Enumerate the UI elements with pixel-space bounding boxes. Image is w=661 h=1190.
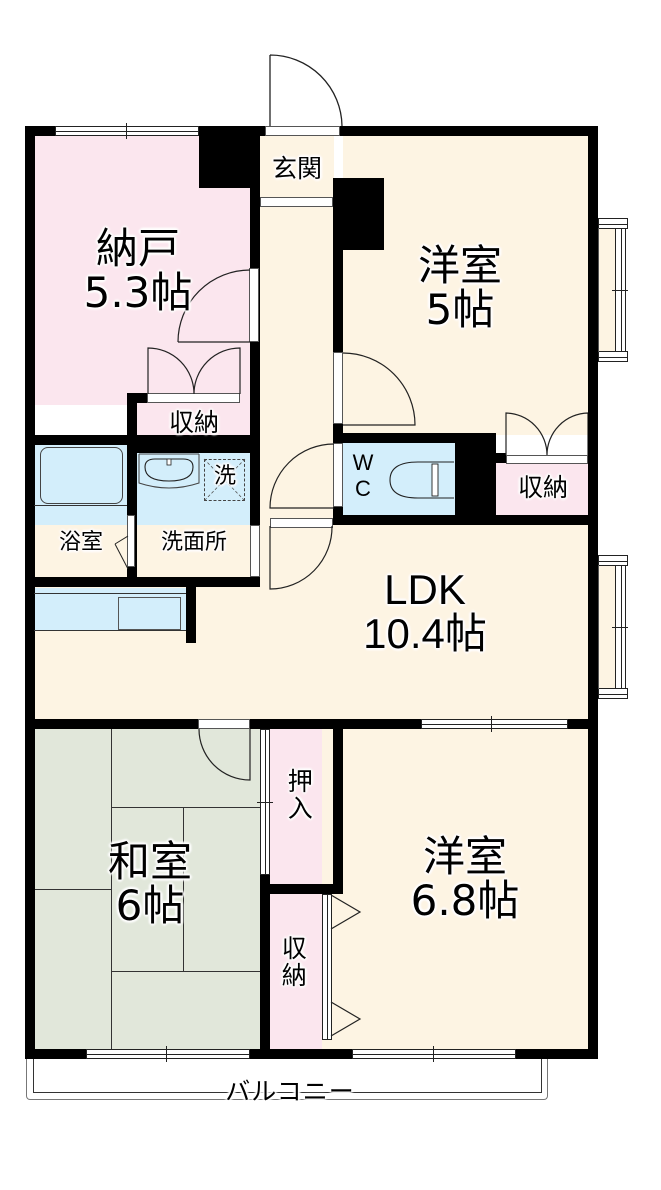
window[interactable] [421, 719, 568, 729]
door-swing-icon [269, 443, 335, 509]
entrance-step [260, 197, 333, 207]
japanese-room-door[interactable] [198, 719, 250, 729]
western-room-1-door[interactable] [333, 352, 343, 424]
ldk-door[interactable] [270, 518, 333, 528]
wall [260, 884, 343, 894]
washroom-door[interactable] [250, 525, 260, 577]
western-room-2-closet-label: 収納 [278, 935, 308, 989]
balcony-label: バルコニー [225, 1077, 355, 1106]
washroom-label: 洗面所 [160, 530, 227, 555]
outer-wall-right [588, 126, 598, 1059]
western-room-1-closet-label: 収納 [517, 473, 568, 502]
toilet-icon [389, 461, 454, 499]
tatami-line [111, 807, 260, 808]
closet-double-door-icon [147, 347, 241, 395]
sink-icon [138, 453, 200, 489]
closet-door[interactable] [506, 455, 588, 464]
folding-door-icon [114, 535, 129, 570]
tatami-line [111, 729, 112, 1049]
washer-space-icon [204, 459, 245, 501]
tick [257, 802, 273, 803]
wall [333, 515, 598, 525]
entry-door-swing-icon [269, 54, 343, 127]
western-room-2-closet-floor [270, 893, 322, 1049]
wall [25, 719, 598, 729]
wall [588, 352, 598, 565]
storage-room-door[interactable] [249, 268, 259, 342]
pillar [199, 126, 259, 188]
entrance-label: 玄関 [271, 154, 322, 183]
door-swing-icon [177, 269, 251, 343]
kitchen-counter [34, 588, 194, 631]
pillar [455, 433, 496, 515]
entry-door-threshold[interactable] [265, 126, 340, 136]
outer-wall-left [25, 126, 35, 1059]
tatami-line [111, 971, 260, 972]
tatami-line [183, 807, 184, 971]
door-swing-icon [198, 728, 251, 781]
tick [126, 123, 127, 139]
oshiire-label: 押入 [284, 768, 314, 822]
bathroom-label: 浴室 [58, 530, 103, 555]
closet-folding-door[interactable] [322, 894, 332, 1040]
tick [491, 716, 492, 732]
door-swing-icon [342, 352, 416, 426]
closet-double-door-icon [505, 412, 589, 456]
wall [186, 577, 196, 643]
washer-label: 洗 [213, 464, 236, 489]
wall [333, 719, 343, 894]
outer-wall-top-right [340, 126, 598, 136]
washer-cross-icon [203, 458, 246, 502]
western-room-1-label: 洋室 5帖 [417, 241, 502, 335]
wall [333, 178, 343, 525]
storage-room-label: 納戸 5.3帖 [83, 224, 193, 318]
outer-wall-bottom [25, 1049, 598, 1059]
japanese-room-label: 和室 6帖 [107, 837, 192, 931]
storage-closet-label: 収納 [168, 408, 219, 437]
window[interactable] [86, 1049, 250, 1059]
bath-divider [34, 505, 127, 506]
western-room-2-label: 洋室 6.8帖 [410, 832, 520, 926]
wall [25, 577, 260, 587]
wall [25, 435, 260, 445]
door-swing-icon [269, 525, 333, 590]
window[interactable] [55, 126, 199, 136]
toilet-label: W C [352, 450, 374, 502]
tick [166, 1046, 167, 1062]
counter-edge [34, 593, 186, 594]
bay-window-2[interactable] [588, 555, 628, 699]
western-room-1-closet-floor [496, 463, 588, 515]
bathroom-door[interactable] [127, 515, 135, 567]
balcony [26, 1059, 548, 1100]
bay-window-1[interactable] [588, 218, 628, 362]
wall [588, 126, 598, 228]
tick [433, 1046, 434, 1062]
wall [127, 393, 137, 578]
wall [127, 393, 147, 403]
wall [260, 874, 270, 1059]
wall [496, 453, 506, 463]
balcony-inner [33, 1059, 542, 1093]
western-room-2-floor [322, 729, 588, 1049]
toilet-door[interactable] [333, 443, 343, 507]
counter-edge [34, 630, 186, 631]
wall [137, 443, 260, 453]
tatami-line [34, 889, 111, 890]
bathtub-icon [40, 447, 123, 504]
wall [333, 433, 496, 443]
ldk-label: LDK 10.4帖 [363, 566, 487, 658]
kitchen-sink-icon [118, 597, 181, 630]
window[interactable] [352, 1049, 516, 1059]
folding-door-icon [330, 894, 362, 1037]
